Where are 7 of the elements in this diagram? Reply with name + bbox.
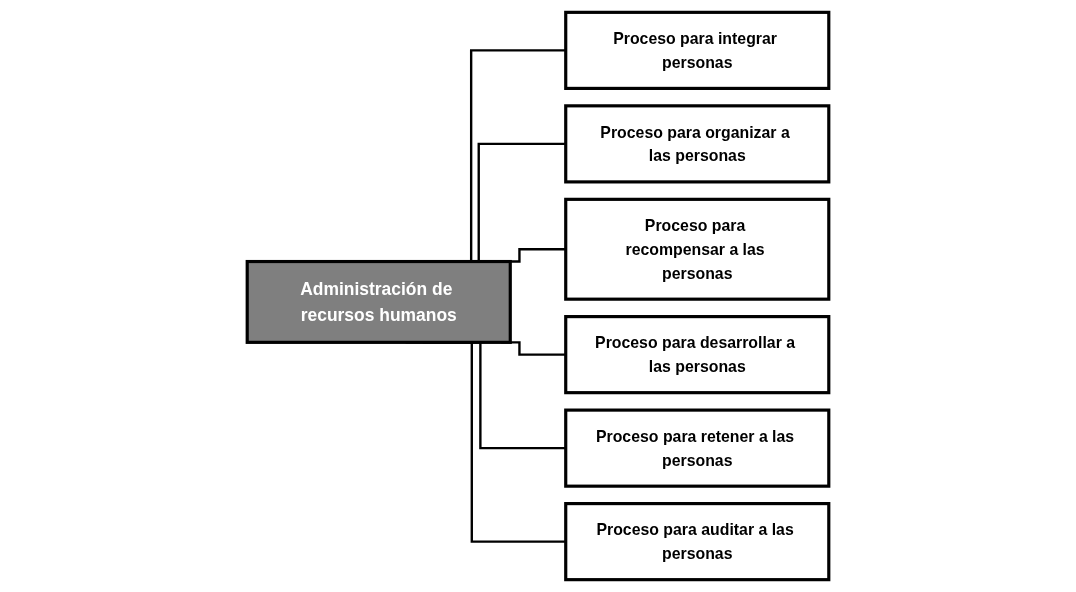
node-box: Proceso para desarrollar a las personas [564, 315, 831, 395]
node-box: Proceso para integrar personas [564, 10, 831, 90]
node-box: Proceso para retener a las personas [564, 408, 831, 488]
node-box: Proceso para recompensar a las personas [564, 197, 831, 301]
node-box: Proceso para auditar a las personas [564, 502, 831, 582]
node-box: Administración de recursos humanos [245, 259, 512, 344]
node-box: Proceso para organizar a las personas [564, 104, 831, 184]
